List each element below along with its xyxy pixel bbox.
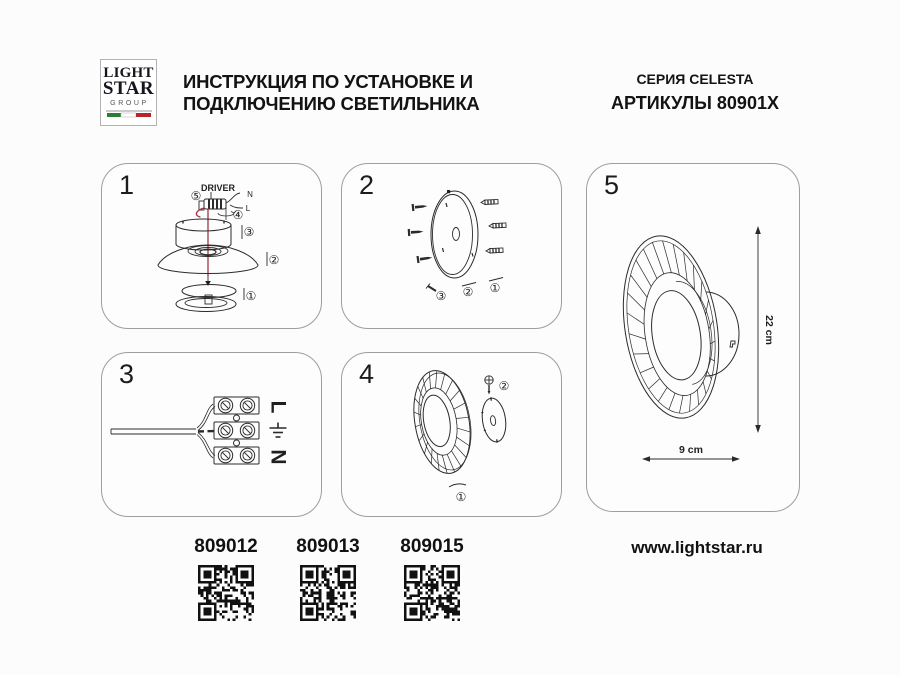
fluted-lamp-body [622,235,720,419]
anchor-icon [480,198,499,206]
screw-icon [416,255,433,264]
page-title: ИНСТРУКЦИЯ ПО УСТАНОВКЕ И ПОДКЛЮЧЕНИЮ СВ… [183,71,480,115]
screw-icon [407,228,424,237]
diagram-shade-and-cover: ② ① [413,370,510,504]
terminal-l-label: L [267,401,290,414]
article-block: 809015 [392,536,472,621]
qr-code [198,565,254,621]
step-panel-3: 3 [101,352,322,517]
diagram-mounting-plate: ③ ② ① [407,190,507,303]
qr-code [300,565,356,621]
logo-word-star: STAR [102,78,155,99]
height-dimension-label: 22 cm [763,315,775,345]
logo-flag-italy-icon [105,110,152,118]
width-dimension-label: 9 cm [679,444,703,456]
page-title-line2: ПОДКЛЮЧЕНИЮ СВЕТИЛЬНИКА [183,93,480,114]
anchor-icon [485,247,504,254]
lightstar-logo: LIGHT STAR GROUP [100,59,157,126]
height-dimension: 22 cm [755,226,775,433]
step4-label: ④ [233,208,244,222]
step1-label: ① [490,281,501,295]
step3-label: ③ [244,225,255,239]
anchor-icon [488,222,507,229]
step1-label: ① [246,289,257,303]
step-panel-4: 4 [341,352,562,517]
step3-label: ③ [436,289,447,303]
series-articles: АРТИКУЛЫ 80901X [611,93,779,113]
ground-symbol-icon [269,422,287,438]
fluted-shade [413,370,472,474]
terminal-blocks [213,396,260,465]
series-block: СЕРИЯ CELESTA АРТИКУЛЫ 80901X [595,71,795,114]
panel-1-number: 1 [119,170,135,200]
step-panel-2: 2 [341,163,562,329]
diagram-exploded-lamp: ⑤ DRIVER N L ④ [157,183,280,312]
flag-green-stripe [106,113,121,117]
screw-icon [411,203,428,212]
width-dimension: 9 cm [642,444,740,462]
driver-label: DRIVER [201,183,236,193]
website-url: www.lightstar.ru [631,538,763,557]
legend-screw-icon [425,283,437,292]
page-title-line1: ИНСТРУКЦИЯ ПО УСТАНОВКЕ И [183,71,473,92]
article-code: 809015 [400,536,464,557]
step2-label: ② [499,379,510,393]
logo-word-group: GROUP [110,100,149,107]
article-block: 809012 [186,536,266,621]
panel-3-number: 3 [119,359,135,389]
flag-red-stripe [135,113,151,117]
article-code: 809012 [194,536,258,557]
step1-label: ① [456,490,467,504]
red-wire-loop [195,207,205,218]
screw-icon [484,375,494,395]
dimensions-panel-5: 5 22 cm [586,163,800,512]
logo-word-light: LIGHT [103,65,154,81]
flag-white-stripe [120,112,136,118]
diagram-assembled-lamp: 22 cm 9 cm [622,226,775,462]
series-name: СЕРИЯ CELESTA [636,71,754,87]
step-panel-1: 1 ⑤ DRIVER N L ④ [101,163,322,329]
step2-label: ② [463,285,474,299]
diagram-terminal-block: L N [110,396,290,465]
article-code: 809013 [296,536,360,557]
terminal-n-label: N [267,449,290,464]
wire-l-label: L [246,204,251,213]
panel-2-number: 2 [359,170,375,200]
panel-5-number: 5 [604,170,620,200]
wire-n-label: N [247,190,253,199]
step5-label: ⑤ [191,189,202,203]
step2-label: ② [269,253,280,267]
qr-code [404,565,460,621]
article-block: 809013 [288,536,368,621]
back-cover-disc [481,397,507,443]
panel-4-number: 4 [359,359,375,389]
